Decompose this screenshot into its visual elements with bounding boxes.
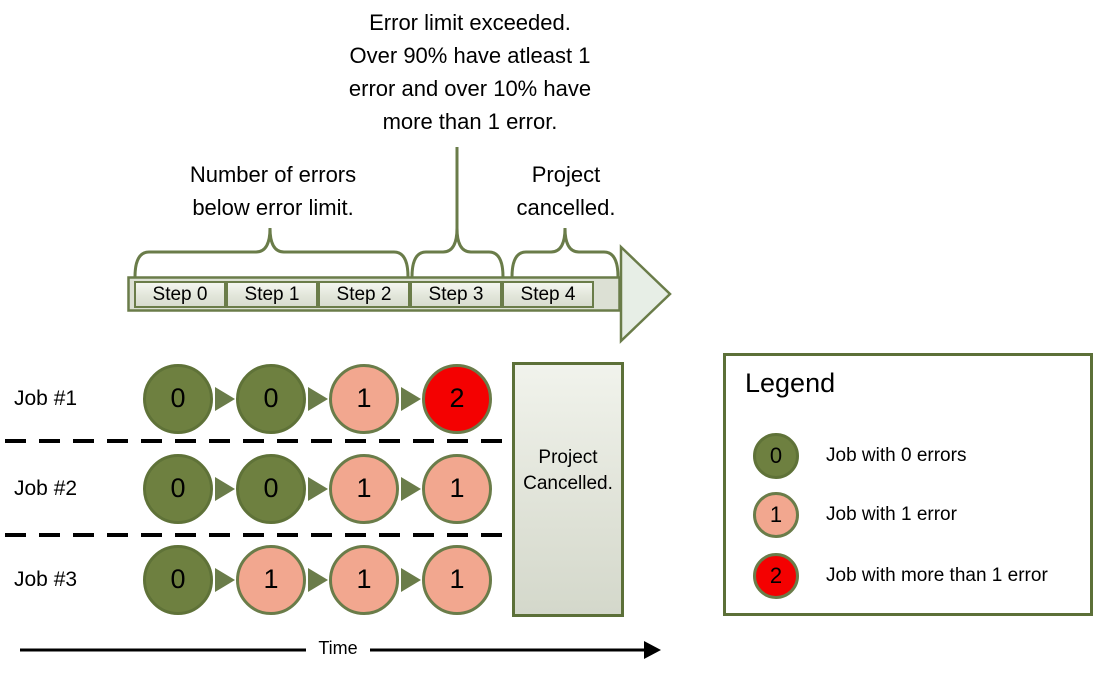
step-cell-3: Step 3 xyxy=(410,281,502,308)
arrow-right-icon xyxy=(307,568,328,592)
step-cell-0: Step 0 xyxy=(134,281,226,308)
arrow-right-icon xyxy=(400,477,421,501)
job-row-label: Job #3 xyxy=(14,568,78,591)
legend-item-label: Job with more than 1 error xyxy=(826,565,1048,586)
job-error-circle: 0 xyxy=(143,364,213,434)
job-row-label: Job #2 xyxy=(14,477,78,500)
legend-circle: 1 xyxy=(753,492,799,538)
step-cell-4: Step 4 xyxy=(502,281,594,308)
job-row-label: Job #1 xyxy=(14,387,78,410)
arrow-right-icon xyxy=(214,387,235,411)
step-cell-1: Step 1 xyxy=(226,281,318,308)
callout-below-error-limit: Number of errors below error limit. xyxy=(189,162,357,220)
callout-error-limit-exceeded: Error limit exceeded. Over 90% have atle… xyxy=(348,10,592,134)
brace-error-exceeded xyxy=(410,227,505,279)
job-error-circle: 1 xyxy=(422,454,492,524)
job-error-circle: 0 xyxy=(143,454,213,524)
arrow-right-icon xyxy=(400,568,421,592)
legend-item-label: Job with 1 error xyxy=(826,504,957,525)
time-axis-arrowhead-icon xyxy=(644,641,661,659)
job-separator-dashed-line xyxy=(5,533,505,537)
job-error-circle: 0 xyxy=(143,545,213,615)
brace-project-cancelled xyxy=(510,227,620,279)
job-error-circle: 0 xyxy=(236,454,306,524)
project-cancelled-box-label: Project Cancelled. xyxy=(523,447,613,494)
step-bar-arrowhead-icon xyxy=(619,244,672,344)
time-axis-label: Time xyxy=(306,638,370,659)
legend-circle: 2 xyxy=(753,553,799,599)
arrow-right-icon xyxy=(400,387,421,411)
project-cancelled-box: Project Cancelled. xyxy=(512,362,624,617)
job-error-circle: 1 xyxy=(422,545,492,615)
job-error-circle: 0 xyxy=(236,364,306,434)
job-error-circle: 1 xyxy=(329,545,399,615)
job-error-circle: 1 xyxy=(236,545,306,615)
brace-below-limit xyxy=(133,227,410,279)
arrow-right-icon xyxy=(307,387,328,411)
legend-title: Legend xyxy=(745,368,836,398)
legend-item-label: Job with 0 errors xyxy=(826,445,967,466)
arrow-right-icon xyxy=(214,477,235,501)
arrow-right-icon xyxy=(214,568,235,592)
job-separator-dashed-line xyxy=(5,439,505,443)
legend-box: Legend 0 Job with 0 errors 1 Job with 1 err… xyxy=(723,353,1093,616)
legend-circle: 0 xyxy=(753,433,799,479)
callout-project-cancelled: Project cancelled. xyxy=(516,162,616,220)
arrow-right-icon xyxy=(307,477,328,501)
job-error-circle: 2 xyxy=(422,364,492,434)
job-error-circle: 1 xyxy=(329,364,399,434)
job-error-circle: 1 xyxy=(329,454,399,524)
step-cell-2: Step 2 xyxy=(318,281,410,308)
